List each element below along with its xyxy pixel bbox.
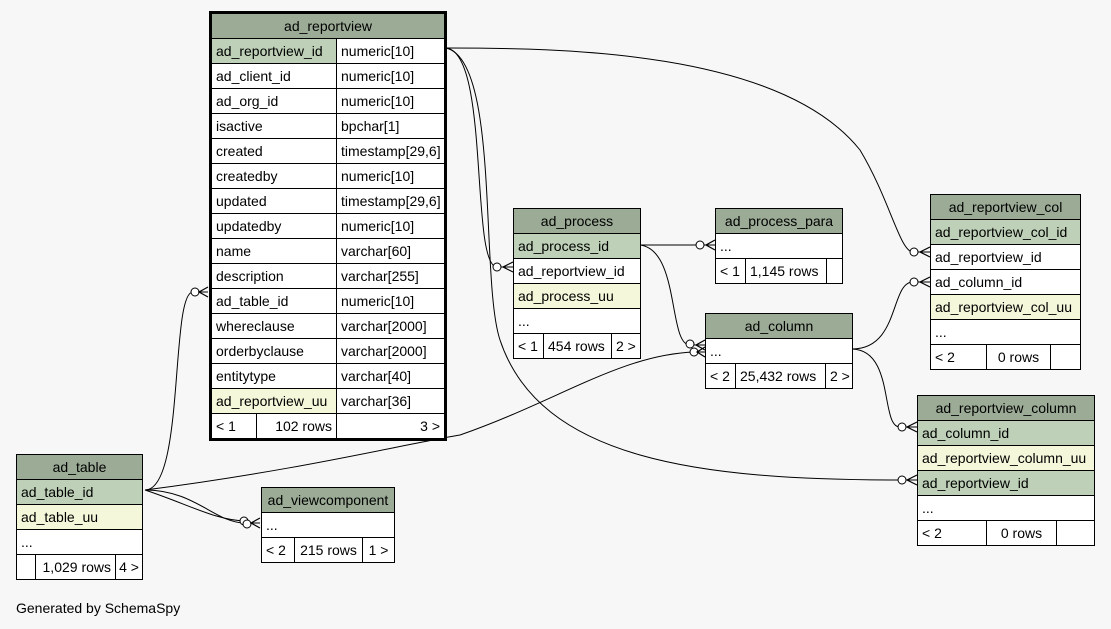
parents-link[interactable]: < 2 xyxy=(266,542,286,558)
table-row: ad_reportview_column_uu xyxy=(918,446,1094,471)
edge-reportviewcolumn-column xyxy=(851,348,917,428)
children-link[interactable]: 4 > xyxy=(115,555,142,579)
edge-column-table xyxy=(144,351,705,491)
table-ad-process-para[interactable]: ad_process_para ... < 1 1,145 rows xyxy=(715,208,843,284)
table-header[interactable]: ad_process_para xyxy=(716,209,842,234)
children-link[interactable]: 2 > xyxy=(611,334,640,358)
row-count: 1,145 rows xyxy=(745,259,826,283)
table-header[interactable]: ad_table xyxy=(17,455,142,480)
table-header[interactable]: ad_column xyxy=(706,314,852,339)
table-row: ad_reportview_id xyxy=(918,471,1094,496)
table-row: ... xyxy=(931,320,1080,345)
row-count: 102 rows xyxy=(256,414,336,438)
table-row: ad_reportview_col_uu xyxy=(931,295,1080,320)
table-row: ad_reportview_id xyxy=(931,245,1080,270)
generated-by-label: Generated by SchemaSpy xyxy=(16,600,181,616)
parents-link[interactable]: < 2 xyxy=(710,368,730,384)
children-link[interactable]: 1 > xyxy=(362,538,394,562)
table-row: ad_column_id xyxy=(918,421,1094,446)
table-row: ad_process_uu xyxy=(514,284,640,309)
row-count: 454 rows xyxy=(543,334,611,358)
table-row: ad_reportview_col_id xyxy=(931,220,1080,245)
table-row: ad_table_uu xyxy=(17,505,142,530)
table-header[interactable]: ad_reportview xyxy=(212,14,444,39)
table-header[interactable]: ad_viewcomponent xyxy=(262,488,394,513)
table-ad-reportview-col[interactable]: ad_reportview_col ad_reportview_col_id a… xyxy=(930,194,1081,370)
table-ad-process[interactable]: ad_process ad_process_id ad_reportview_i… xyxy=(513,208,641,359)
edge-viewcomponent-table-2 xyxy=(144,489,246,522)
table-row: ad_reportview_id xyxy=(514,259,640,284)
children-link[interactable] xyxy=(826,259,842,283)
table-footer: < 2 0 rows xyxy=(918,521,1094,545)
row-count: 0 rows xyxy=(986,521,1056,545)
parents-link[interactable]: < 1 xyxy=(216,418,236,434)
table-footer: < 2 0 rows xyxy=(931,345,1080,369)
parents-link[interactable] xyxy=(17,555,35,579)
table-row: ad_column_id xyxy=(931,270,1080,295)
row-count: 1,029 rows xyxy=(35,555,115,579)
row-count: 215 rows xyxy=(294,538,362,562)
table-row: ... xyxy=(17,530,142,555)
table-header[interactable]: ad_process xyxy=(514,209,640,234)
table-ad-reportview-column[interactable]: ad_reportview_column ad_column_id ad_rep… xyxy=(917,395,1095,546)
parents-link[interactable]: < 2 xyxy=(922,525,942,541)
edge-process-reportview xyxy=(445,47,513,268)
children-link[interactable] xyxy=(1056,521,1094,545)
table-row: ad_table_id xyxy=(17,480,142,505)
table-row: ... xyxy=(514,309,640,334)
edge-column-process xyxy=(639,244,705,346)
children-link[interactable]: 2 > xyxy=(825,364,852,388)
children-link[interactable] xyxy=(1050,345,1080,369)
row-count: 25,432 rows xyxy=(735,364,825,388)
parents-link[interactable]: < 1 xyxy=(518,338,538,354)
table-row: ... xyxy=(716,234,842,259)
edge-reportviewcol-reportview xyxy=(445,47,930,253)
table-row: ... xyxy=(262,513,394,538)
row-count: 0 rows xyxy=(986,345,1050,369)
children-link[interactable]: 3 > xyxy=(336,414,444,438)
table-row: ... xyxy=(918,496,1094,521)
table-ad-table[interactable]: ad_table ad_table_id ad_table_uu ... 1,0… xyxy=(16,454,143,580)
table-header[interactable]: ad_reportview_col xyxy=(931,195,1080,220)
edge-reportview-table xyxy=(144,291,208,491)
parents-link[interactable]: < 2 xyxy=(935,349,955,365)
table-row: ad_process_id xyxy=(514,234,640,259)
edge-reportviewcol-column xyxy=(851,281,930,350)
table-header[interactable]: ad_reportview_column xyxy=(918,396,1094,421)
edge-reportviewcolumn-reportview xyxy=(445,47,917,481)
table-row: ... xyxy=(706,339,852,364)
parents-link[interactable]: < 1 xyxy=(720,263,740,279)
table-footer: < 1 1,145 rows xyxy=(716,259,842,283)
